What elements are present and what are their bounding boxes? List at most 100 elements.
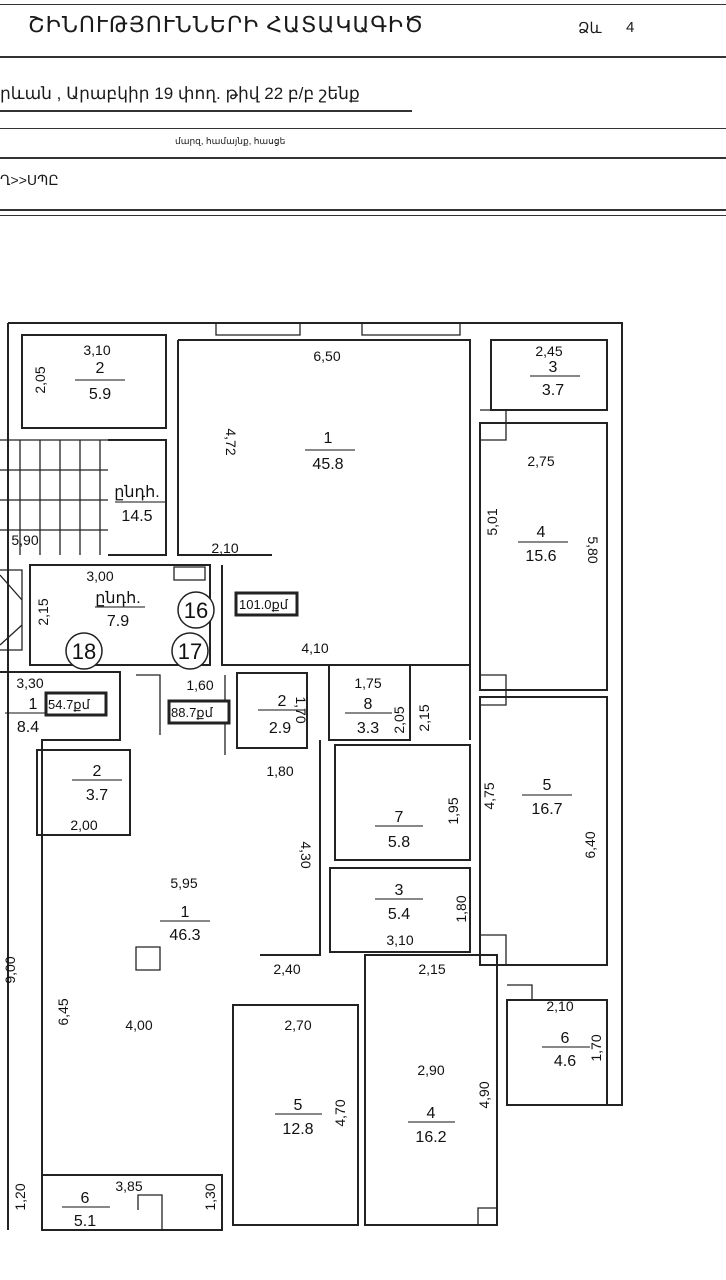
plan-label: 15.6 xyxy=(525,548,556,565)
plan-label: 8 xyxy=(364,696,373,713)
plan-line xyxy=(0,671,121,1230)
plan-label: 2,15 xyxy=(416,704,432,731)
plan-line xyxy=(480,409,533,1000)
room-mid-6: 65.1 xyxy=(62,1190,110,1230)
plan-line xyxy=(173,566,206,581)
plan-label: 3,10 xyxy=(386,932,413,948)
plan-label: 1,70 xyxy=(588,1034,604,1061)
plan-line xyxy=(329,867,471,953)
plan-line xyxy=(506,999,608,1106)
plan-label: 3.7 xyxy=(542,382,564,399)
document-title: ՇԻՆՈՒԹՅՈՒՆՆԵՐԻ ՀԱՏԱԿԱԳԻԾ xyxy=(28,12,425,37)
plan-label: 18 xyxy=(72,639,96,664)
plan-label: ընդհ. xyxy=(114,484,159,501)
plan-label: 3.3 xyxy=(357,720,379,737)
divider xyxy=(0,128,726,129)
plan-line xyxy=(236,672,308,749)
plan-label: 1,70 xyxy=(293,696,309,723)
plan-label: 5.1 xyxy=(74,1213,96,1230)
walls xyxy=(0,322,623,1231)
plan-line xyxy=(171,632,209,670)
owner-text: Ղ>>ՍՊԸ xyxy=(0,172,59,188)
plan-label: 5 xyxy=(294,1097,303,1114)
plan-label: 5,90 xyxy=(11,532,38,548)
plan-label: 1,20 xyxy=(12,1183,28,1210)
plan-label: 5,80 xyxy=(585,536,601,563)
plan-label: 5 xyxy=(543,777,552,794)
room-left-1: 18.4 xyxy=(5,696,50,736)
plan-label: 5.4 xyxy=(388,906,410,923)
plan-line xyxy=(135,946,498,1230)
room-top-hall: ընդհ. 7.9 xyxy=(95,590,145,630)
plan-label: 4.6 xyxy=(554,1053,576,1070)
plan-label: 2 xyxy=(96,360,105,377)
plan-label: 5.9 xyxy=(89,386,111,403)
plan-label: 2,75 xyxy=(527,453,554,469)
plan-label: 3,10 xyxy=(83,342,110,358)
plan-line xyxy=(234,591,299,617)
plan-label: 3 xyxy=(549,359,558,376)
plan-line xyxy=(108,439,167,556)
room-mid-7: 75.8 xyxy=(375,809,423,851)
plan-label: ընդհ. xyxy=(95,590,140,607)
room-top-1: 145.8 xyxy=(305,430,355,473)
plan-label: 12.8 xyxy=(282,1121,313,1138)
address-underline xyxy=(0,110,412,112)
plan-line xyxy=(479,696,608,966)
plan-label: 7.9 xyxy=(107,613,129,630)
plan-label: 4,70 xyxy=(332,1099,348,1126)
plan-label: 2.9 xyxy=(269,720,291,737)
plan-line xyxy=(490,339,608,411)
header-border-top xyxy=(0,4,726,5)
plan-line xyxy=(328,664,411,741)
plan-label: 16.7 xyxy=(531,801,562,818)
plan-line xyxy=(44,691,108,717)
plan-label: 1 xyxy=(29,696,38,713)
plan-label: 4,72 xyxy=(223,428,239,455)
plan-label: 2,05 xyxy=(391,706,407,733)
plan-line xyxy=(167,699,231,725)
plan-label: 101.0քմ xyxy=(239,597,289,612)
plan-label: 4 xyxy=(537,524,546,541)
plan-label: 16 xyxy=(184,598,208,623)
plan-label: 2,70 xyxy=(284,1017,311,1033)
plan-label: 1 xyxy=(324,430,333,447)
plan-line xyxy=(7,322,623,1230)
plan-label: 6,45 xyxy=(55,998,71,1025)
plan-label: 2 xyxy=(278,693,287,710)
divider xyxy=(0,157,726,159)
room-labels: 25.9 145.8 ընդհ.14.5 ընդհ.7.9 33.7 415.6… xyxy=(5,359,590,1230)
plan-line xyxy=(21,334,167,429)
room-top-5: 516.7 xyxy=(522,777,572,818)
room-top-6: 64.6 xyxy=(542,1030,590,1070)
plan-label: 88.7քմ xyxy=(171,705,214,720)
plan-label: 2,00 xyxy=(70,817,97,833)
plan-label: 4 xyxy=(427,1105,436,1122)
plan-label: 9,00 xyxy=(2,956,18,983)
room-left-2: 23.7 xyxy=(72,763,122,804)
plan-label: 6,50 xyxy=(313,348,340,364)
room-mid-1: 146.3 xyxy=(160,904,210,944)
plan-line xyxy=(65,632,103,670)
plan-label: 3,30 xyxy=(16,675,43,691)
dimension-labels: 3,10 2,05 6,50 4,72 2,10 4,10 5,90 3,00 … xyxy=(2,342,604,1211)
plan-label: 5.8 xyxy=(388,834,410,851)
plan-label: 16.2 xyxy=(415,1129,446,1146)
plan-label: 4,90 xyxy=(476,1081,492,1108)
plan-label: 5,01 xyxy=(484,508,500,535)
plan-label: 4,00 xyxy=(125,1017,152,1033)
room-mid-8: 83.3 xyxy=(345,696,392,737)
plan-label: 3.7 xyxy=(86,787,108,804)
plan-label: 17 xyxy=(178,639,202,664)
plan-label: 4,75 xyxy=(481,782,497,809)
plan-label: 6 xyxy=(81,1190,90,1207)
room-top-2: 25.9 xyxy=(75,360,125,403)
plan-label: 4,30 xyxy=(298,841,314,868)
plan-line xyxy=(260,740,321,956)
plan-line xyxy=(177,339,471,740)
plan-line xyxy=(177,591,215,629)
plan-label: 14.5 xyxy=(121,508,152,525)
plan-line xyxy=(0,439,108,555)
plan-label: 1,30 xyxy=(202,1183,218,1210)
plan-label: 54.7քմ xyxy=(48,697,91,712)
